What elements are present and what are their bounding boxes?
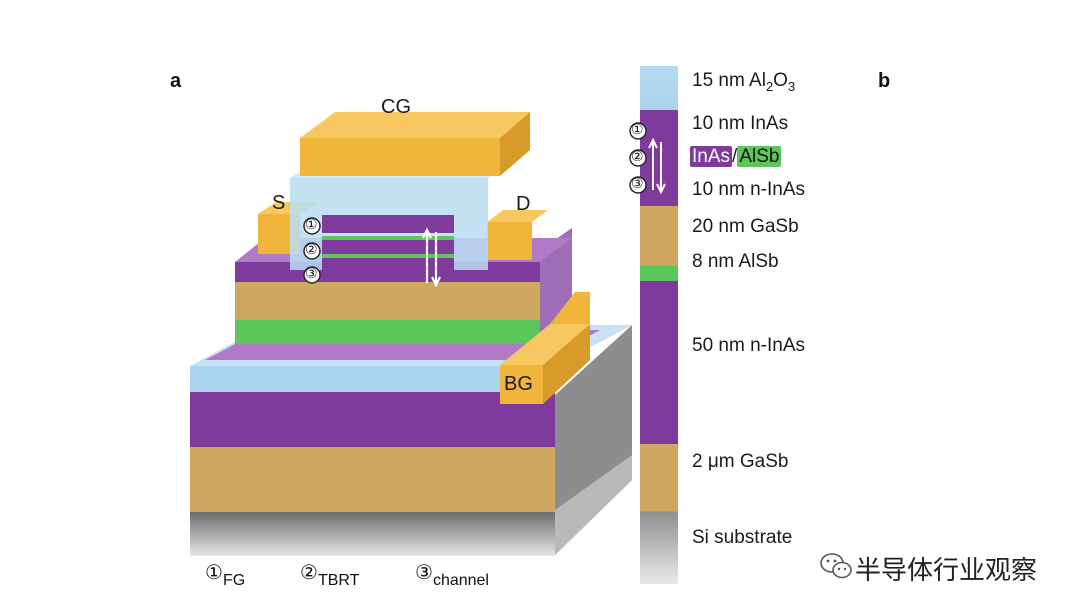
layer-label-alsb-8: 8 nm AlSb <box>692 251 779 272</box>
device-3d <box>190 112 632 556</box>
control-gate-right <box>500 112 530 176</box>
layer-label-si-substrate: Si substrate <box>692 527 793 548</box>
base-purple-layer <box>190 392 555 447</box>
wechat-icon <box>820 553 852 579</box>
panel-label-b: b <box>878 70 891 92</box>
watermark-text: 半导体行业观察 <box>855 555 1038 585</box>
base-substrate-layer <box>190 512 555 556</box>
tbrt-layer <box>322 236 454 240</box>
inas-chip: InAs <box>690 146 733 167</box>
layer-label-inas-alsb: InAs/AlSb <box>690 146 782 167</box>
drain-contact <box>487 222 532 260</box>
channel-layer <box>322 258 454 270</box>
device-marker-2-text: ② <box>305 241 318 257</box>
layer-label-al2o3: 15 nm Al2O3 <box>692 70 796 94</box>
layer-stack-bar <box>640 66 678 584</box>
stack-marker-3-text: ③ <box>631 175 644 191</box>
device-marker-3-text: ③ <box>305 265 318 281</box>
layer-label-n-inas-10: 10 nm n-InAs <box>692 179 805 200</box>
tunneling-arrow <box>422 227 441 288</box>
device-marker-2 <box>303 242 321 260</box>
layer-label-inas-10: 10 nm InAs <box>692 113 789 134</box>
layer-label-gasb-2um: 2 μm GaSb <box>692 451 789 472</box>
back-gate-top <box>500 324 590 365</box>
tbrt-layer-2 <box>322 254 454 258</box>
base-right-face-lower <box>555 455 632 555</box>
back-gate-slope <box>550 292 590 324</box>
layer-label-n-inas-50: 50 nm n-InAs <box>692 335 805 356</box>
mesa-green-layer <box>235 320 540 344</box>
tbrt-well <box>322 240 454 254</box>
control-gate <box>300 138 500 176</box>
legend-fg: ①FG <box>205 562 246 589</box>
stack-marker-1-text: ① <box>631 121 644 137</box>
base-gold-layer <box>190 447 555 512</box>
alsb-chip: AlSb <box>737 146 782 167</box>
stack-marker-2 <box>629 149 647 167</box>
back-gate-contact <box>500 365 543 404</box>
legend-tbrt: ②TBRT <box>300 562 360 589</box>
layer-label-gasb-20: 20 nm GaSb <box>692 216 799 237</box>
fg-layer <box>322 215 454 233</box>
back-gate-label: BG <box>504 373 533 395</box>
panel-label-a: a <box>170 70 182 92</box>
base-blue-layer <box>190 366 555 392</box>
control-gate-label: CG <box>381 96 411 118</box>
back-gate-right <box>543 324 590 404</box>
device-marker-3 <box>303 266 321 284</box>
device-marker-1 <box>303 217 321 235</box>
stack-marker-3 <box>629 176 647 194</box>
drain-contact-top <box>487 210 548 222</box>
stack-marker-1 <box>629 122 647 140</box>
source-label: S <box>272 192 286 214</box>
stack-marker-2-text: ② <box>631 148 644 164</box>
layer-stack <box>629 66 678 584</box>
mesa-gold-layer <box>235 282 540 320</box>
device-marker-1-text: ① <box>305 216 318 232</box>
drain-label: D <box>516 193 531 215</box>
legend-channel: ③channel <box>415 562 489 589</box>
control-gate-top <box>300 112 530 138</box>
stack-arrow <box>648 137 666 195</box>
